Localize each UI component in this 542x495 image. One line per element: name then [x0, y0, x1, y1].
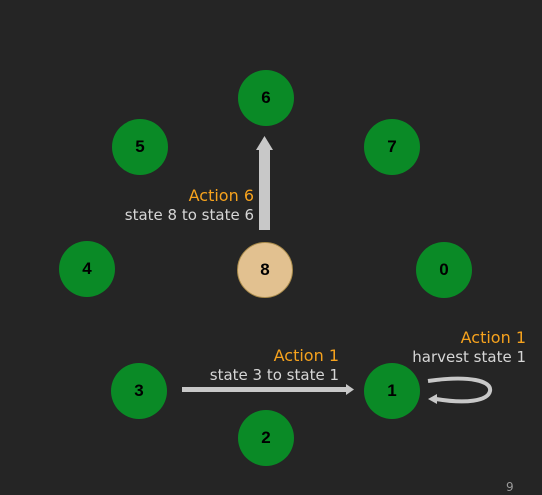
action-label-bottom: Action 1 [273, 346, 339, 365]
action-description-top: state 8 to state 6 [124, 206, 254, 224]
state-node-2: 2 [238, 410, 294, 466]
state-node-3: 3 [111, 363, 167, 419]
page-number: 9 [506, 480, 514, 494]
action-description-bottom: state 3 to state 1 [209, 366, 339, 384]
arrow-3-to-1 [182, 384, 354, 395]
arrow-8-to-6 [256, 136, 273, 230]
self-loop-arrow-1 [427, 376, 493, 404]
state-node-5: 5 [112, 119, 168, 175]
state-node-0: 0 [416, 242, 472, 298]
state-node-6: 6 [238, 70, 294, 126]
action-label-loop: Action 1 [460, 328, 526, 347]
action-description-loop: harvest state 1 [412, 348, 526, 366]
state-node-4: 4 [59, 241, 115, 297]
action-label-top: Action 6 [188, 186, 254, 205]
state-node-1: 1 [364, 363, 420, 419]
state-node-7: 7 [364, 119, 420, 175]
state-node-8-current: 8 [237, 242, 293, 298]
